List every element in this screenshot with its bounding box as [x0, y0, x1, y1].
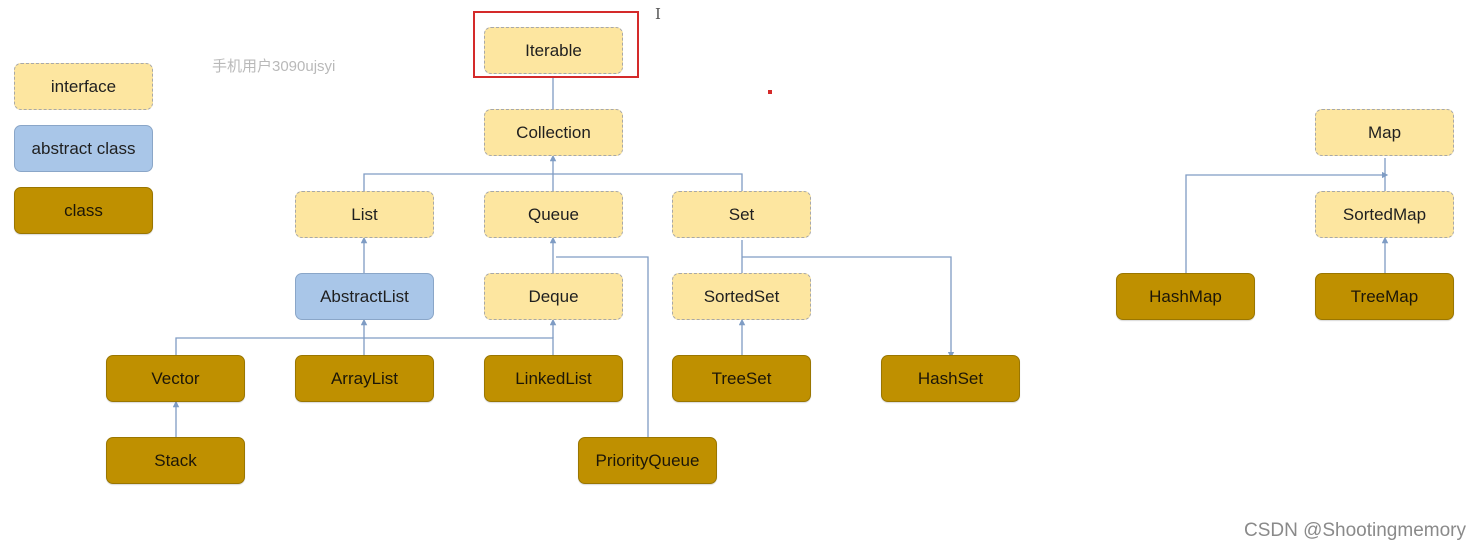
- iterable-highlight-box: [473, 11, 639, 78]
- node-tree-map: TreeMap: [1315, 273, 1454, 320]
- node-set: Set: [672, 191, 811, 238]
- node-sorted-map: SortedMap: [1315, 191, 1454, 238]
- node-priority-queue: PriorityQueue: [578, 437, 717, 484]
- node-iterable: Iterable: [484, 27, 623, 74]
- edge-maps-map: [1185, 158, 1385, 273]
- edge-sortedset-hashset-set: [741, 240, 951, 355]
- user-watermark: 手机用户3090ujsyi: [212, 58, 336, 75]
- node-deque: Deque: [484, 273, 623, 320]
- edge-lists-abstractlist: [175, 322, 554, 355]
- legend-abstract-class: abstract class: [14, 125, 153, 172]
- node-stack: Stack: [106, 437, 245, 484]
- node-hash-set: HashSet: [881, 355, 1020, 402]
- node-linked-list: LinkedList: [484, 355, 623, 402]
- node-map: Map: [1315, 109, 1454, 156]
- node-collection: Collection: [484, 109, 623, 156]
- edge-list-queue-set-collection: [363, 158, 743, 191]
- node-sorted-set: SortedSet: [672, 273, 811, 320]
- legend-interface: interface: [14, 63, 153, 110]
- node-vector: Vector: [106, 355, 245, 402]
- red-dot-mark: [768, 90, 772, 94]
- legend-class: class: [14, 187, 153, 234]
- edge-priorityqueue-queue: [556, 256, 649, 437]
- node-hash-map: HashMap: [1116, 273, 1255, 320]
- site-watermark: CSDN @Shootingmemory: [1243, 520, 1466, 541]
- node-tree-set: TreeSet: [672, 355, 811, 402]
- node-array-list: ArrayList: [295, 355, 434, 402]
- node-queue: Queue: [484, 191, 623, 238]
- text-cursor-icon: I: [655, 5, 661, 23]
- node-abstract-list: AbstractList: [295, 273, 434, 320]
- node-list: List: [295, 191, 434, 238]
